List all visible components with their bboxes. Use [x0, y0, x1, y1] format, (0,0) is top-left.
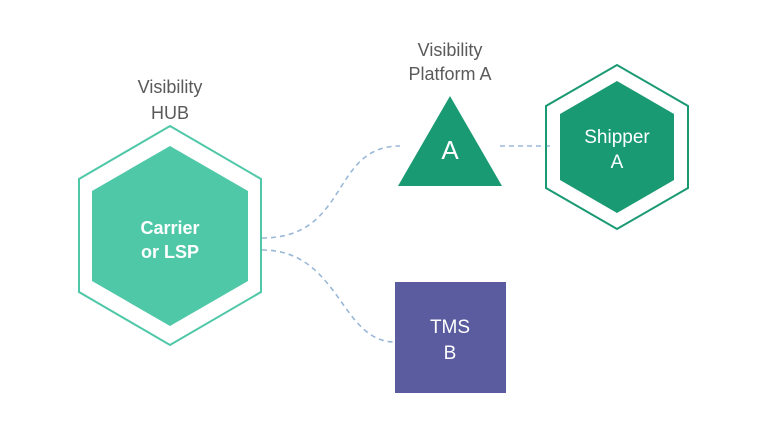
tms-label-line2: B: [444, 343, 457, 364]
shipper-hexagon: [560, 81, 674, 213]
shipper-a-node: Shipper A: [545, 63, 689, 231]
tms-label-line1: TMS: [430, 317, 470, 338]
connector-hub-to-platform: [261, 145, 401, 239]
connector-hub-to-tms: [261, 249, 396, 343]
hub-node: Carrier or LSP: [78, 124, 262, 347]
hub-hexagon-outline: [78, 124, 262, 347]
hub-label-line2: or LSP: [141, 242, 199, 262]
hub-caption-line2: HUB: [151, 103, 189, 123]
platform-triangle: [398, 96, 502, 186]
shipper-hexagon-outline: [545, 63, 689, 231]
tms-b-node: TMS B: [395, 282, 506, 393]
platform-a-node: A: [398, 96, 502, 186]
shipper-label-line2: A: [611, 152, 624, 173]
platform-caption-line2: Platform A: [408, 64, 491, 84]
shipper-label-line1: Shipper: [584, 127, 650, 148]
platform-label: A: [441, 135, 459, 165]
tms-square: [395, 282, 506, 393]
hub-caption-line1: Visibility: [138, 77, 203, 97]
hub-hexagon: [92, 146, 248, 326]
platform-caption-line1: Visibility: [418, 40, 483, 60]
hub-label-line1: Carrier: [140, 218, 199, 238]
